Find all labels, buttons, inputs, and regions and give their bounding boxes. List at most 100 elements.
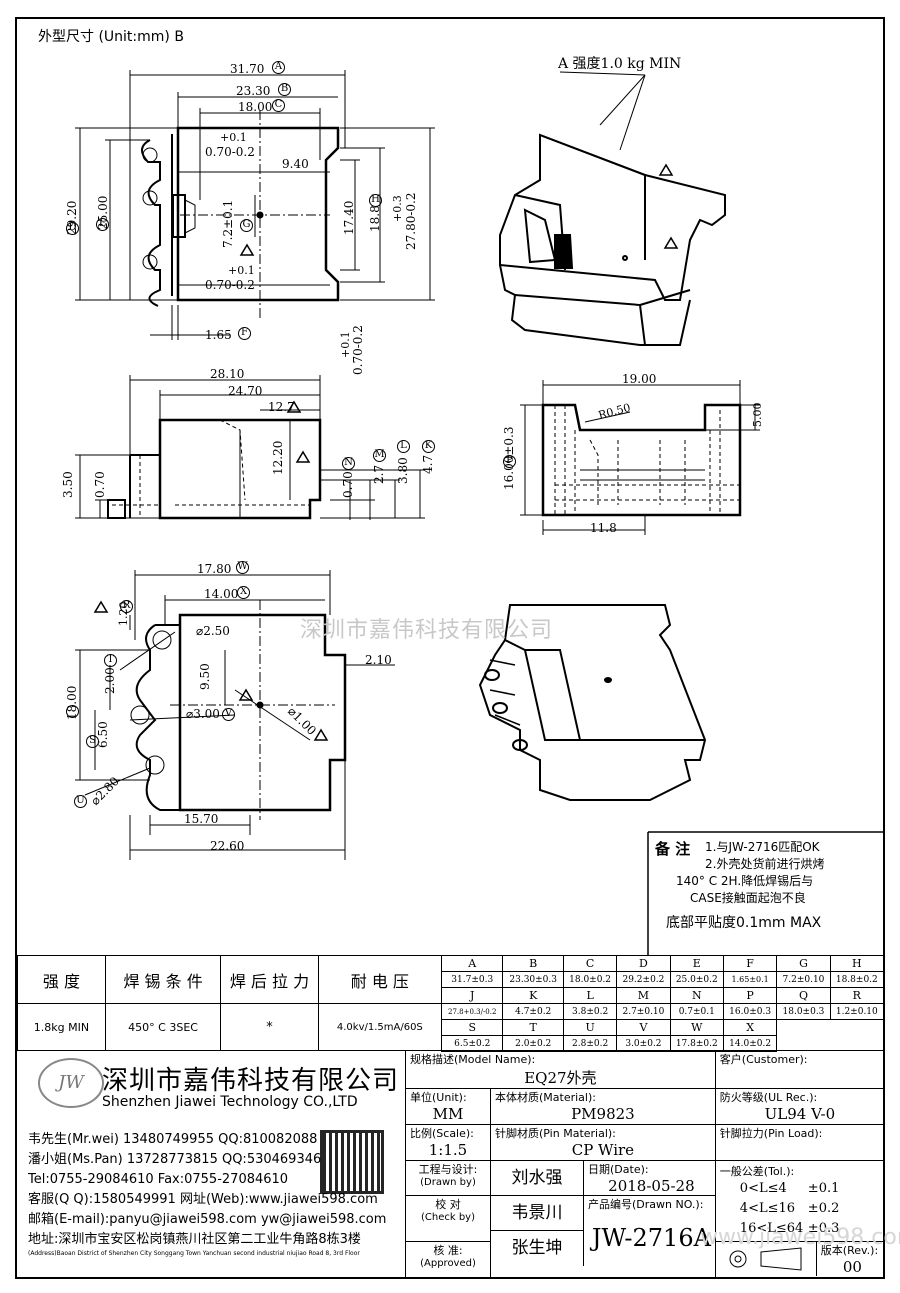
dim-dia300: ⌀3.00 xyxy=(186,707,220,721)
note-2: 2.外壳处货前进行烘烤 xyxy=(705,857,825,871)
spec-head: U xyxy=(562,1019,618,1036)
val-strength: 1.8kg MIN xyxy=(17,1003,106,1051)
dim-278: 27.80-0.2 xyxy=(404,192,418,251)
marker-n: N xyxy=(342,457,355,470)
spec-value: 27.8+0.3/-0.2 xyxy=(440,1003,504,1020)
drawn-value: 刘水强 xyxy=(491,1161,584,1195)
spec-value: 7.2±0.10 xyxy=(776,971,831,988)
note-1: 1.与JW-2716匹配OK xyxy=(705,840,820,854)
spec-value: 0.7±0.1 xyxy=(669,1003,724,1020)
marker-c: C xyxy=(272,99,285,112)
spec-value: 18.0±0.2 xyxy=(562,971,618,988)
view2-side-outline xyxy=(75,375,425,520)
dim-47: 4.7 xyxy=(421,454,435,474)
dimension-spec-table: A B C D E F G H 31.7±0.3 23.30±0.3 18.0±… xyxy=(440,955,885,1052)
marker-p: P xyxy=(503,455,516,468)
dim-c: 18.00 xyxy=(238,100,273,114)
pin-material-label: 针脚材质(Pin Material): xyxy=(495,1127,616,1140)
spec-value: 3.8±0.2 xyxy=(562,1003,618,1020)
tol2-value: ±0.2 xyxy=(807,1201,840,1216)
dim-188: 18.8 xyxy=(368,205,382,232)
note-3: 140° C 2H.降低焊锡后与 xyxy=(676,874,814,888)
tol-mid-plus: +0.1 xyxy=(228,264,255,277)
dim-2470: 24.70 xyxy=(228,384,263,398)
spec-value: 25.0±0.2 xyxy=(669,971,724,988)
dim-070a: 0.70 xyxy=(93,471,107,498)
spec-head: X xyxy=(722,1019,778,1036)
drawn-label: 工程与设计: xyxy=(418,1163,478,1176)
tol1-value: ±0.1 xyxy=(807,1181,840,1196)
view3-front-outline xyxy=(520,380,760,535)
marker-l: L xyxy=(397,440,410,453)
dim-380: 3.80 xyxy=(396,457,410,484)
tol-bot-plus: +0.1 xyxy=(339,331,352,358)
tol-top-plus: +0.1 xyxy=(220,131,247,144)
val-pull: * xyxy=(220,1003,319,1051)
marker-s: S xyxy=(86,735,99,748)
spec-head: P xyxy=(722,987,778,1004)
marker-r: R xyxy=(120,600,133,613)
scale-label: 比例(Scale): xyxy=(410,1127,474,1140)
warning-triangles xyxy=(93,163,679,741)
spec-head: W xyxy=(669,1019,724,1036)
spec-head: J xyxy=(440,987,504,1004)
note-flatness: 底部平贴度0.1mm MAX xyxy=(666,915,822,931)
dim-350: 3.50 xyxy=(61,471,75,498)
notes-label: 备 注 xyxy=(655,840,691,858)
drawno-label: 产品编号(Drawn NO.): xyxy=(588,1198,704,1211)
val-solder: 450° C 3SEC xyxy=(104,1003,222,1051)
marker-a: A xyxy=(272,61,285,74)
spec-head: K xyxy=(502,987,564,1004)
view1-top-outline xyxy=(75,70,435,340)
marker-w: W xyxy=(236,561,249,574)
marker-q xyxy=(66,705,79,718)
spec-head: G xyxy=(776,955,831,972)
marker-u: U xyxy=(74,795,87,808)
scale-value: 1:1.5 xyxy=(428,1141,468,1159)
company-name-cn: 深圳市嘉伟科技有限公司 xyxy=(102,1066,400,1096)
spec-head: C xyxy=(562,955,618,972)
dim-650: 6.50 xyxy=(96,721,110,748)
marker-m: M xyxy=(373,449,386,462)
check-label-en: (Check by) xyxy=(420,1212,475,1223)
spec-value: 23.30±0.3 xyxy=(502,971,564,988)
note-4: CASE接触面起泡不良 xyxy=(690,891,806,905)
view4-bottom-outline xyxy=(75,570,395,860)
tol-mid-minus: 0.70-0.2 xyxy=(205,278,255,292)
approved-label-en: (Approved) xyxy=(420,1258,476,1270)
contact-tel: Tel:0755-29084610 Fax:0755-27084610 xyxy=(28,1172,289,1187)
company-logo: JW xyxy=(38,1058,104,1108)
marker-d: D xyxy=(66,222,79,235)
pin-material-value: CP Wire xyxy=(571,1141,635,1159)
spec-head: Q xyxy=(776,987,831,1004)
property-table: 强 度 焊 锡 条 件 焊 后 拉 力 耐 电 压 1.8kg MIN 450°… xyxy=(17,955,443,1051)
contact-wei: 韦先生(Mr.wei) 13480749955 QQ:810082088 xyxy=(28,1132,318,1147)
spec-head: V xyxy=(616,1019,671,1036)
spec-value: 29.2±0.2 xyxy=(616,971,671,988)
contact-address-en: (Address)Baoan District of Shenzhen City… xyxy=(28,1250,360,1257)
date-label: 日期(Date): xyxy=(588,1163,649,1176)
dim-1780: 17.80 xyxy=(197,562,232,576)
iso-view-top xyxy=(499,71,726,346)
marker-x: X xyxy=(237,586,250,599)
contact-lines: 韦先生(Mr.wei) 13480749955 QQ:810082088 潘小姐… xyxy=(28,1130,386,1258)
spec-value: 4.7±0.2 xyxy=(502,1003,564,1020)
pin-load-label: 针脚拉力(Pin Load): xyxy=(719,1127,823,1140)
spec-head: T xyxy=(502,1019,564,1036)
dim-940: 9.40 xyxy=(282,157,309,171)
approved-value: 张生坤 xyxy=(511,1238,563,1258)
dim-a: 31.70 xyxy=(230,62,265,76)
marker-v: V xyxy=(222,708,235,721)
iso-strength-label: A 强度1.0 kg MIN xyxy=(558,56,682,72)
spec-value: 18.8±0.2 xyxy=(829,971,885,988)
company-name-en: Shenzhen Jiawei Technology CO.,LTD xyxy=(102,1094,358,1110)
spec-head: B xyxy=(502,955,564,972)
dim-210: 2.10 xyxy=(365,653,392,667)
unit-value: MM xyxy=(432,1105,464,1123)
drawno-value: JW-2716A xyxy=(591,1224,711,1252)
header-title: 外型尺寸 (Unit:mm) B xyxy=(38,29,184,45)
dim-1900: 19.00 xyxy=(622,372,657,386)
check-value: 韦景川 xyxy=(491,1196,583,1231)
projection-symbol xyxy=(716,1242,817,1276)
